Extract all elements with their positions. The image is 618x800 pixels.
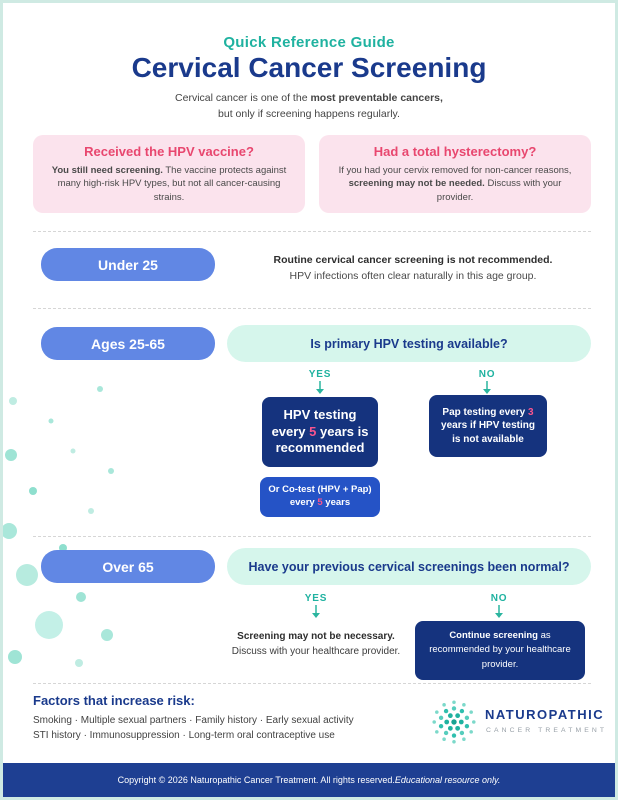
continue-rest: as recommended by your healthcare provid… (429, 630, 571, 670)
down-arrow-icon (312, 605, 320, 618)
down-arrow-icon (495, 605, 503, 618)
age-pill-25-65: Ages 25-65 (41, 327, 215, 360)
age-pill-under-25: Under 25 (41, 248, 215, 281)
cotest-pre: Or Co-test (HPV + Pap) every (268, 484, 372, 508)
continue-bold: Continue screening (449, 630, 538, 641)
under-25-rest: HPV infections often clear naturally in … (289, 270, 537, 283)
divider (33, 308, 591, 309)
divider (33, 231, 591, 232)
pap-box-pre: Pap testing every (442, 406, 529, 418)
outcome-cotest-text: Or Co-test (HPV + Pap) every 5 years (264, 484, 376, 510)
page-title: Cervical Cancer Screening (131, 52, 487, 83)
logo-icon (432, 700, 476, 744)
callout-hpv-vaccine: Received the HPV vaccine? You still need… (33, 135, 305, 213)
footer-italic: Educational resource only. (394, 775, 501, 785)
outcome-pap-testing-box: Pap testing every 3 years if HPV testing… (429, 395, 547, 457)
footer-bar: Copyright © 2026 Naturopathic Cancer Tre… (3, 763, 615, 797)
callout-hysterectomy-heading: Had a total hysterectomy? (373, 144, 537, 160)
subtitle-line2: but only if screening happens regularly. (218, 107, 400, 120)
question-previous-screenings: Have your previous cervical screenings b… (227, 548, 591, 585)
logo-tagline: CANCER TREATMENT (486, 727, 608, 734)
eyebrow-title: Quick Reference Guide (223, 34, 395, 51)
outcome-continue-screening-text: Continue screening as recommended by you… (423, 629, 577, 672)
no-label: NO (478, 369, 496, 380)
callout-hysterectomy: Had a total hysterectomy? If you had you… (319, 135, 591, 213)
callout-hysterectomy-pre: If you had your cervix removed for non-c… (338, 165, 572, 177)
yes-label: YES (308, 369, 332, 380)
subtitle-bold-text: most preventable cancers, (310, 92, 443, 104)
outcome-hpv-testing-text: HPV testing every 5 years is recommended (270, 407, 370, 458)
no-label: NO (490, 593, 508, 604)
callout-hpv-vaccine-heading: Received the HPV vaccine? (84, 144, 254, 160)
outcome-not-necessary-bold: Screening may not be necessary. (237, 631, 395, 642)
callout-hpv-vaccine-rest: The vaccine protects against many high-r… (57, 165, 287, 203)
outcome-not-necessary-rest: Discuss with your healthcare provider. (231, 646, 401, 657)
cotest-post: years (322, 497, 351, 508)
hpv-box-num: 5 (309, 423, 317, 439)
outcome-continue-screening-box: Continue screening as recommended by you… (415, 621, 585, 680)
outcome-pap-testing-text: Pap testing every 3 years if HPV testing… (437, 406, 539, 447)
callout-hpv-vaccine-bold: You still need screening. (51, 165, 163, 177)
hpv-box-pre: HPV testing every (271, 406, 357, 439)
under-25-text: Routine cervical cancer screening is not… (238, 252, 588, 285)
outcome-not-necessary-text: Screening may not be necessary. Discuss … (216, 629, 416, 659)
page-subtitle: Cervical cancer is one of the most preve… (3, 91, 615, 123)
hpv-box-post: years is recommended (275, 423, 369, 456)
divider (33, 683, 591, 684)
callout-hysterectomy-post: Discuss with your provider. (436, 178, 562, 203)
risk-factors-line1: Smoking · Multiple sexual partners · Fam… (33, 715, 354, 726)
outcome-hpv-testing-box: HPV testing every 5 years is recommended (262, 397, 378, 467)
pap-box-post: years if HPV testing is not available (441, 420, 535, 445)
under-25-bold: Routine cervical cancer screening is not… (273, 254, 553, 266)
down-arrow-icon (483, 381, 491, 394)
pap-box-num: 3 (528, 406, 534, 418)
callout-hysterectomy-bold: screening may not be needed. (348, 178, 485, 190)
risk-factors-heading: Factors that increase risk: (33, 693, 195, 708)
question-hpv-testing: Is primary HPV testing available? (227, 325, 591, 362)
age-pill-over-65: Over 65 (41, 550, 215, 583)
outcome-cotest-box: Or Co-test (HPV + Pap) every 5 years (260, 477, 380, 517)
subtitle-text: Cervical cancer is one of the (175, 92, 311, 104)
footer-text: Copyright © 2026 Naturopathic Cancer Tre… (117, 775, 395, 785)
decorative-dots (3, 386, 118, 667)
risk-factors-line2: STI history · Immunosuppression · Long-t… (33, 730, 335, 741)
callout-hysterectomy-body: If you had your cervix removed for non-c… (333, 164, 577, 204)
down-arrow-icon (316, 381, 324, 394)
yes-label: YES (304, 593, 328, 604)
logo-name: NATUROPATHIC (485, 707, 605, 722)
divider (33, 536, 591, 537)
callout-hpv-vaccine-body: You still need screening. The vaccine pr… (47, 164, 291, 204)
cotest-num: 5 (317, 497, 323, 508)
